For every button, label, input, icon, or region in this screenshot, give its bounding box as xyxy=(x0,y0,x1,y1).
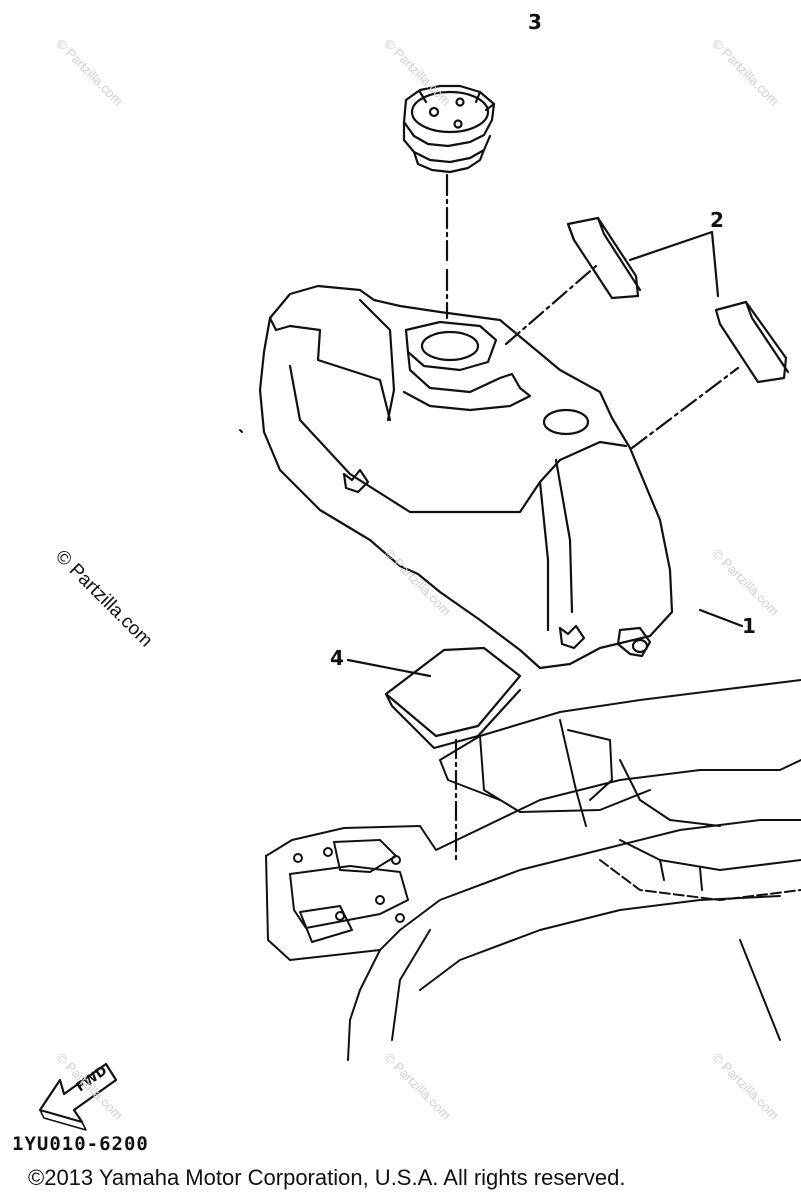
diagram-code: 1YU010-6200 xyxy=(12,1133,149,1155)
copyright-notice: ©2013 Yamaha Motor Corporation, U.S.A. A… xyxy=(28,1165,626,1190)
fuel-cap xyxy=(402,84,496,320)
tank-pads xyxy=(504,216,790,628)
callout-1: 1 xyxy=(742,614,756,638)
callout-2: 2 xyxy=(710,208,724,232)
callout-4: 4 xyxy=(330,646,344,670)
fuel-tank xyxy=(258,284,674,670)
fwd-arrow-icon xyxy=(38,1062,118,1131)
frame xyxy=(239,429,801,1061)
callout-3: 3 xyxy=(528,10,542,34)
